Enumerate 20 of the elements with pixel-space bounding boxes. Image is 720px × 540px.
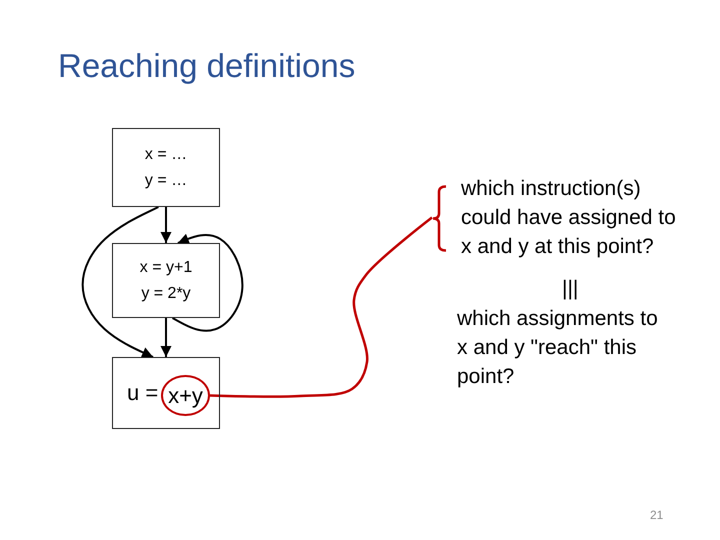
question-text: which assignments to x and y "reach" this point? — [457, 306, 659, 390]
code-block — [112, 357, 220, 429]
equivalence-sign: ||| — [562, 276, 578, 302]
code-line: y = 2*y — [141, 284, 191, 304]
arrow — [160, 207, 172, 243]
arrow — [172, 234, 244, 332]
arrow — [160, 318, 172, 357]
question-text: which instruction(s) could have assigned to x and y at this point? — [461, 176, 677, 260]
code-line: x = … — [144, 144, 188, 164]
highlight-ring — [161, 375, 210, 416]
code-line: u = — [127, 380, 158, 406]
code-text: x+y — [168, 384, 203, 406]
connector-line — [210, 216, 433, 398]
slide-title: Reaching definitions — [58, 46, 356, 86]
code-line: x = y+1 — [140, 258, 192, 278]
code-block — [112, 243, 220, 318]
page-number: 21 — [650, 507, 664, 523]
code-line: y = … — [144, 170, 188, 190]
code-block — [112, 128, 220, 207]
arrow — [82, 206, 159, 358]
